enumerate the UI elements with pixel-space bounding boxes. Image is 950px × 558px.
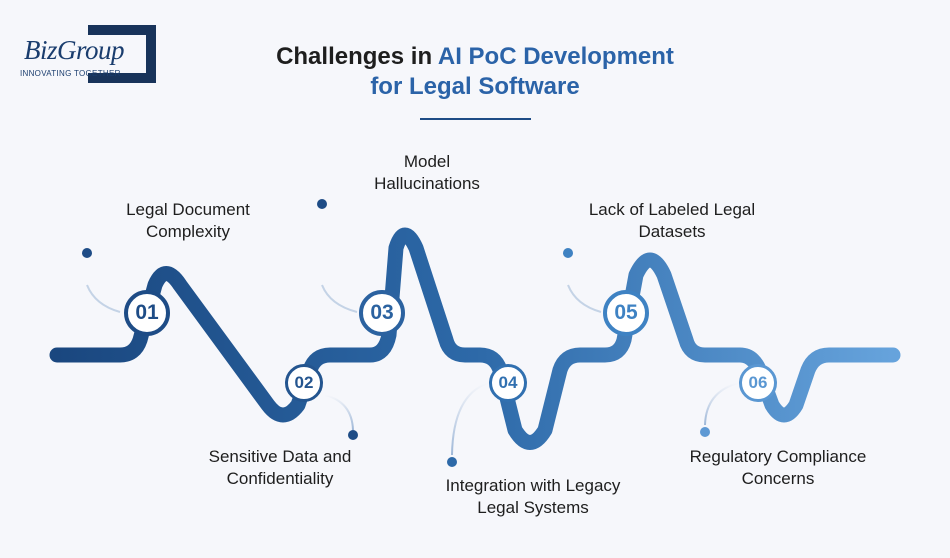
leader-curve-05 — [567, 284, 602, 313]
challenge-label-03-line1: Model — [403, 152, 451, 171]
challenge-label-05-line1: Lack of Labeled Legal — [588, 200, 756, 219]
leader-dot-06 — [700, 427, 710, 437]
challenge-label-04-line1: Integration with Legacy — [445, 476, 621, 495]
leader-dot-01 — [82, 248, 92, 258]
challenge-label-06-line2: Concerns — [741, 469, 815, 488]
challenge-label-04-line2: Legal Systems — [477, 498, 589, 517]
leader-line-02 — [324, 394, 354, 431]
challenge-label-01: Legal Document Complexity — [68, 199, 308, 243]
page-title: Challenges in AI PoC Development for Leg… — [0, 42, 950, 102]
challenge-label-02: Sensitive Data and Confidentiality — [160, 446, 400, 490]
challenge-label-06-line1: Regulatory Compliance — [689, 447, 867, 466]
step-badge-01: 01 — [124, 290, 170, 336]
leader-line-06 — [704, 382, 739, 426]
logo-name: BizGroup — [24, 35, 125, 65]
title-part1: Challenges in — [276, 43, 438, 70]
logo-frame — [88, 25, 156, 83]
challenge-label-03: Model Hallucinations — [307, 151, 547, 195]
leader-dot-02 — [348, 430, 358, 440]
leader-dot-05 — [563, 248, 573, 258]
step-badge-04: 04 — [489, 364, 527, 402]
challenge-label-05-line2: Datasets — [638, 222, 706, 241]
leader-line-04 — [451, 382, 489, 456]
title-underline — [420, 118, 531, 120]
challenge-label-02-line2: Confidentiality — [226, 469, 334, 488]
challenge-label-01-line1: Legal Document — [126, 200, 250, 219]
step-badge-05: 05 — [603, 290, 649, 336]
challenge-label-06: Regulatory Compliance Concerns — [658, 446, 898, 490]
challenge-label-05: Lack of Labeled Legal Datasets — [552, 199, 792, 243]
step-badge-03: 03 — [359, 290, 405, 336]
title-highlight1: AI PoC Development — [437, 43, 674, 70]
step-badge-02: 02 — [285, 364, 323, 402]
leader-curve-03 — [321, 284, 358, 313]
challenge-label-04: Integration with Legacy Legal Systems — [413, 475, 653, 519]
challenge-label-01-line2: Complexity — [145, 222, 231, 241]
step-badge-06: 06 — [739, 364, 777, 402]
bizgroup-logo[interactable]: BizGroup INNOVATING TOGETHER — [14, 25, 156, 83]
title-highlight2: for Legal Software — [370, 73, 580, 100]
challenge-label-02-line1: Sensitive Data and — [208, 447, 352, 466]
logo-tagline: INNOVATING TOGETHER — [20, 69, 121, 78]
challenge-label-03-line2: Hallucinations — [374, 174, 480, 193]
leader-curve-01 — [86, 284, 121, 313]
leader-dot-04 — [447, 457, 457, 467]
leader-dot-03 — [317, 199, 327, 209]
wave-line — [49, 227, 901, 450]
